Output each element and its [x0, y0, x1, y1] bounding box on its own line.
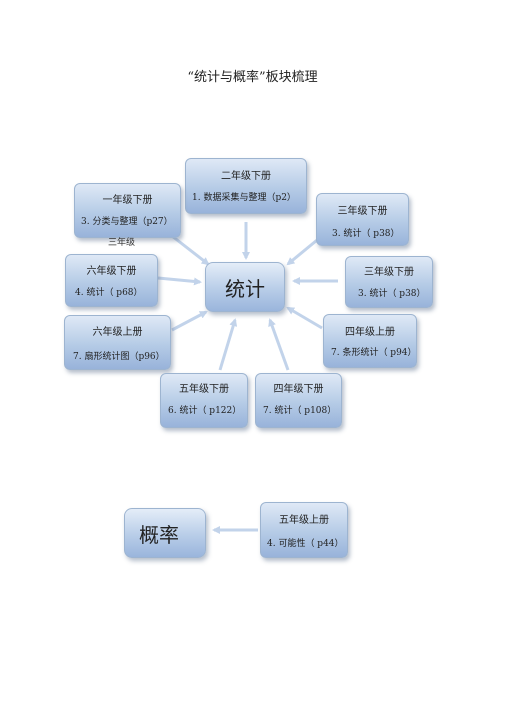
node-grade: 四年级上册	[345, 327, 395, 338]
node-grade: 一年级下册	[102, 195, 153, 206]
node-grade3-lower-b: 三年级下册 3. 统计（ p38）	[345, 256, 433, 308]
arrow-from-grade5-down	[218, 318, 238, 371]
node-grade6-upper: 六年级上册 7. 扇形统计图（p96）	[64, 315, 171, 370]
center-node-statistics: 统计	[205, 262, 285, 312]
arrow-from-grade4-down	[268, 318, 290, 371]
node-grade: 三年级下册	[364, 267, 414, 278]
node-chapter: 3. 分类与整理（p27）	[81, 217, 173, 227]
node-grade5-lower: 五年级下册 6. 统计（ p122）	[160, 373, 248, 428]
node-grade6-lower: 六年级下册 4. 统计（ p68）	[65, 254, 158, 307]
node-chapter: 7. 扇形统计图（p96）	[73, 352, 165, 362]
node-grade3-lower-a: 三年级下册 3. 统计（ p38）	[316, 193, 409, 246]
node-grade: 五年级下册	[179, 384, 229, 395]
node-grade5-upper: 五年级上册 4. 可能性（ p44）	[260, 502, 348, 558]
page-title: “统计与概率”板块梳理	[187, 70, 318, 85]
node-chapter: 7. 统计（ p108）	[263, 406, 337, 416]
node-grade: 二年级下册	[221, 171, 271, 182]
node-grade: 四年级下册	[273, 384, 324, 395]
arrow-from-grade1-down	[171, 234, 210, 266]
probability-node: 概率	[124, 508, 206, 558]
node-chapter: 7. 条形统计（ p94）	[331, 348, 417, 358]
node-chapter: 4. 可能性（ p44）	[267, 539, 344, 549]
node-chapter: 3. 统计（ p38）	[358, 289, 426, 299]
node-grade4-upper: 四年级上册 7. 条形统计（ p94）	[323, 314, 417, 368]
node-grade: 六年级下册	[86, 266, 137, 277]
node-grade2-lower: 二年级下册 1. 数据采集与整理（p2）	[185, 158, 307, 214]
center-label: 统计	[225, 276, 265, 301]
node-grade: 六年级上册	[92, 327, 143, 338]
arrow-from-grade6-up	[171, 310, 208, 332]
stray-label: 三年级	[108, 238, 136, 248]
node-chapter: 3. 统计（ p38）	[332, 229, 400, 239]
node-chapter: 4. 统计（ p68）	[75, 288, 143, 298]
node-grade: 三年级下册	[337, 206, 388, 217]
arrow-from-grade4-up	[286, 306, 323, 330]
node-chapter: 6. 统计（ p122）	[168, 406, 242, 416]
arrow-from-grade6-down	[157, 276, 202, 286]
node-grade: 五年级上册	[279, 515, 329, 526]
probability-label: 概率	[139, 522, 179, 547]
node-grade1-lower: 一年级下册 3. 分类与整理（p27）	[74, 183, 181, 238]
node-chapter: 1. 数据采集与整理（p2）	[192, 193, 296, 203]
node-grade4-lower: 四年级下册 7. 统计（ p108）	[255, 373, 342, 428]
